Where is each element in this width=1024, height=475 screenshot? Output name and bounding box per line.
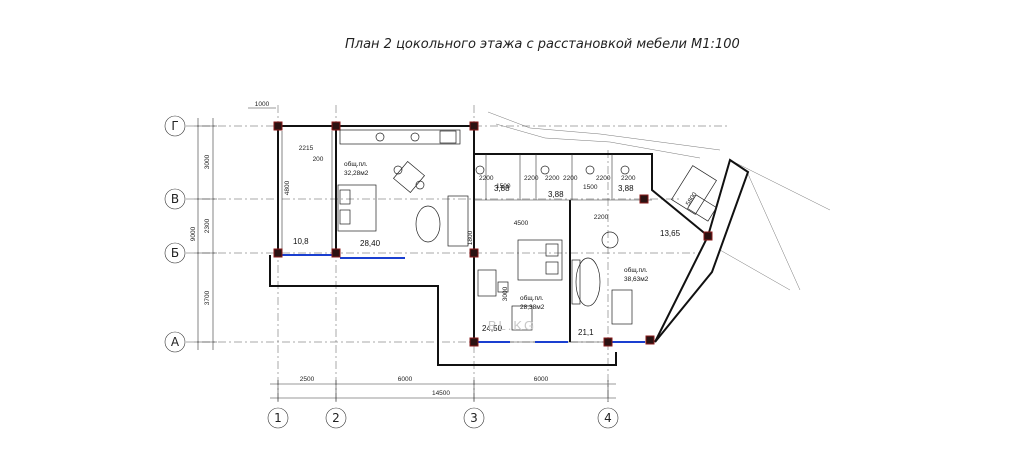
dim-top-4800: 4800 bbox=[284, 180, 291, 195]
unit-b-total-label: общ.пл. bbox=[520, 294, 544, 302]
dim-top-200: 200 bbox=[313, 156, 324, 163]
columns bbox=[273, 121, 713, 347]
dim-bottom-2: 6000 bbox=[398, 376, 413, 383]
furniture bbox=[337, 129, 717, 331]
dim-bottom-3: 6000 bbox=[534, 376, 549, 383]
terrain-lines bbox=[487, 111, 831, 291]
dim-left-total: 9000 bbox=[190, 226, 197, 241]
wet-dim-1: 2200 bbox=[479, 175, 494, 182]
dim-top-1800: 1800 bbox=[467, 230, 474, 245]
axis-bubbles-numbers: 1 2 3 4 bbox=[267, 407, 619, 429]
axis-label-1: 1 bbox=[274, 411, 282, 425]
grid-axes-vertical bbox=[277, 105, 609, 402]
dim-left-1: 3000 bbox=[204, 154, 211, 169]
wet-dim-5: 2200 bbox=[563, 175, 578, 182]
dim-left-2: 2300 bbox=[204, 218, 211, 233]
unit-c-total-label: общ.пл. bbox=[624, 266, 648, 274]
bath-2-area: 3,88 bbox=[548, 190, 564, 199]
axis-label-v: В bbox=[171, 192, 179, 206]
dim-bottom-total: 14500 bbox=[432, 390, 450, 397]
watermark: BL.KG bbox=[488, 318, 536, 333]
unit-c-side-area: 13,65 bbox=[660, 229, 681, 238]
dimension-chain-left: 3000 2300 3700 9000 bbox=[190, 118, 217, 350]
unit-b-total-value: 28,38м2 bbox=[520, 304, 545, 311]
unit-a-balcony-area: 10,8 bbox=[293, 237, 309, 246]
unit-a-total-label: общ.пл. bbox=[344, 160, 368, 168]
wet-dim-7: 2200 bbox=[621, 175, 636, 182]
grid-axes-horizontal bbox=[186, 125, 730, 343]
dim-top-4500: 4500 bbox=[514, 220, 529, 227]
wet-zone-dims: 2200 1500 2200 2200 2200 2200 2200 1500 bbox=[479, 175, 636, 191]
axis-label-4: 4 bbox=[604, 411, 612, 425]
axis-label-g: Г bbox=[171, 119, 178, 133]
glazing bbox=[278, 254, 645, 343]
wet-dim-8: 1500 bbox=[583, 184, 598, 191]
dim-bottom-1: 2500 bbox=[300, 376, 315, 383]
dim-top-1000: 1000 bbox=[255, 101, 270, 108]
bath-3-area: 3,88 bbox=[618, 184, 634, 193]
dim-left-3: 3700 bbox=[204, 290, 211, 305]
room-labels: общ.пл. 32,28м2 28,40 10,8 общ.пл. 28,38… bbox=[293, 160, 681, 337]
dim-top-2200: 2200 bbox=[594, 214, 609, 221]
axis-label-3: 3 bbox=[470, 411, 478, 425]
dim-top-2215: 2215 bbox=[299, 145, 314, 152]
unit-a-main-area: 28,40 bbox=[360, 239, 381, 248]
dim-top-5800: 5800 bbox=[685, 191, 699, 207]
axis-label-b: Б bbox=[171, 246, 179, 260]
wet-dim-4: 2200 bbox=[545, 175, 560, 182]
plan-title: План 2 цокольного этажа с расстановкой м… bbox=[345, 37, 740, 52]
axis-label-2: 2 bbox=[332, 411, 340, 425]
unit-a-total-value: 32,28м2 bbox=[344, 170, 369, 177]
wet-dim-2: 1500 bbox=[496, 183, 511, 190]
unit-b-main-area: 24,50 bbox=[482, 324, 503, 333]
dimension-chain-bottom: 2500 6000 6000 14500 bbox=[270, 376, 616, 402]
unit-c-main-area: 21,1 bbox=[578, 328, 594, 337]
walls bbox=[269, 125, 750, 366]
dim-top-3000: 3000 bbox=[502, 286, 509, 301]
wet-dim-6: 2200 bbox=[596, 175, 611, 182]
bath-1-area: 3,88 bbox=[494, 184, 510, 193]
unit-c-total-value: 38,63м2 bbox=[624, 276, 649, 283]
axis-label-a: А bbox=[171, 335, 180, 349]
axis-bubbles-letters: Г В Б А bbox=[164, 115, 186, 353]
wet-dim-3: 2200 bbox=[524, 175, 539, 182]
